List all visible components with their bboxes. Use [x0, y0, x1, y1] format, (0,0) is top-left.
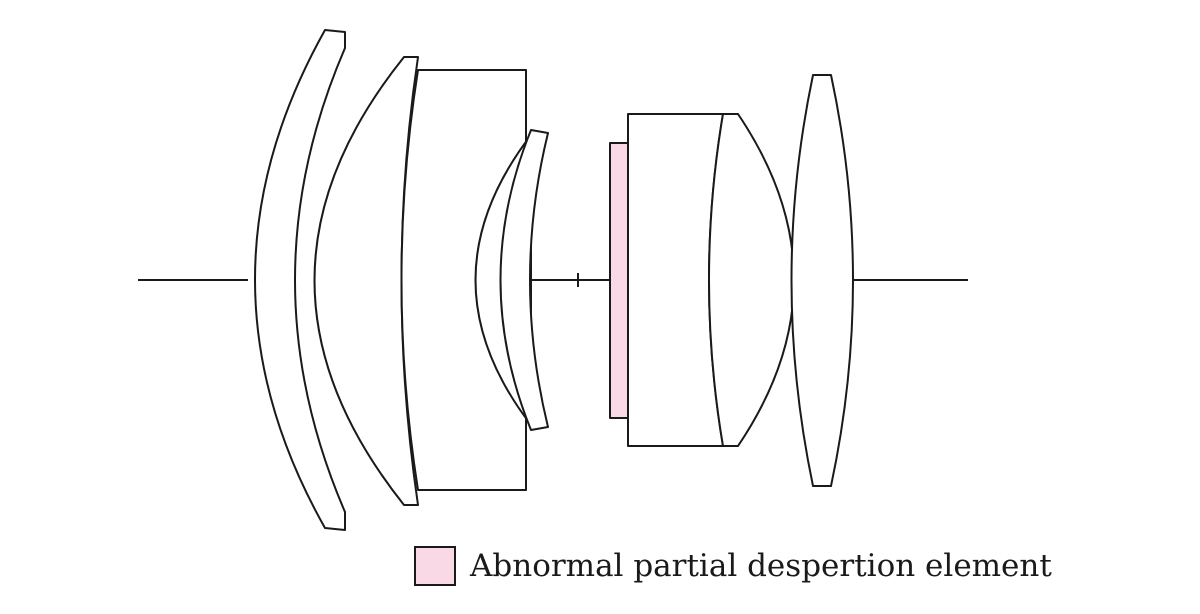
- legend: Abnormal partial despertion element: [414, 542, 1052, 590]
- lens-element-5: [499, 129, 549, 431]
- lens-element-3: [400, 69, 527, 491]
- lens-element-8: [790, 74, 854, 487]
- legend-swatch: [414, 546, 456, 586]
- legend-label: Abnormal partial despertion element: [470, 548, 1052, 584]
- lens-element-7-rear: [708, 113, 795, 447]
- lens-element-1: [254, 29, 346, 531]
